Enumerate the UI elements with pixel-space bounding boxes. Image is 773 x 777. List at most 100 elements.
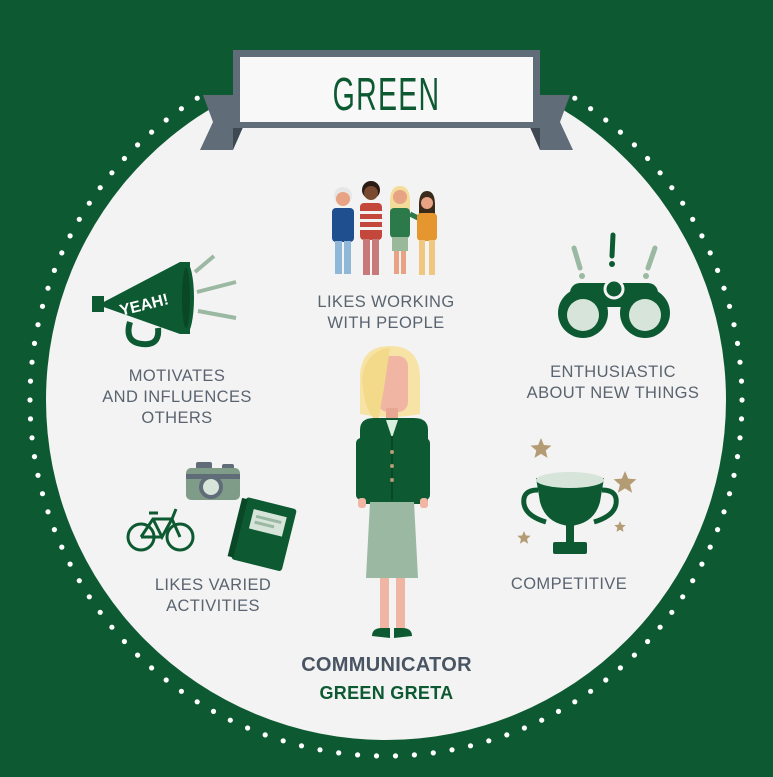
- trait-line: OTHERS: [141, 409, 213, 427]
- trait-line: COMPETITIVE: [510, 575, 628, 593]
- border-dot: [59, 544, 65, 550]
- border-dot: [738, 416, 745, 422]
- border-dot: [29, 359, 35, 365]
- border-dot: [572, 699, 578, 705]
- trait-line: ACTIVITIES: [166, 597, 260, 615]
- star-icon: [517, 438, 637, 544]
- border-dot: [731, 322, 737, 328]
- border-dot: [35, 472, 41, 478]
- border-dot: [731, 472, 737, 478]
- border-dot: [734, 340, 741, 346]
- trait-line: ENTHUSIASTIC: [550, 363, 676, 381]
- border-dot: [690, 216, 696, 222]
- border-dot: [149, 129, 155, 135]
- border-dot: [467, 743, 474, 749]
- border-dot: [29, 435, 35, 441]
- book-icon: [227, 497, 297, 571]
- border-dot: [699, 233, 705, 239]
- border-dot: [67, 233, 73, 239]
- trait-likes-working-with-people: LIKES WORKING WITH PEOPLE: [296, 292, 476, 334]
- border-dot: [76, 216, 82, 222]
- border-dot: [149, 665, 155, 671]
- trait-line: AND INFLUENCES: [102, 388, 252, 406]
- border-dot: [86, 594, 92, 600]
- character-name: GREEN GRETA: [319, 683, 454, 703]
- border-dot: [97, 609, 103, 615]
- megaphone-icon: YEAH!: [92, 254, 237, 348]
- border-dot: [603, 677, 609, 683]
- border-dot: [411, 752, 417, 758]
- border-dot: [657, 170, 663, 176]
- border-dot: [617, 665, 624, 671]
- border-dot: [59, 250, 65, 256]
- border-dot: [35, 322, 41, 328]
- border-dot: [51, 267, 58, 273]
- trait-competitive: COMPETITIVE: [490, 574, 648, 595]
- border-dot: [726, 491, 733, 497]
- border-dot: [86, 200, 92, 206]
- border-dot: [194, 699, 200, 705]
- border-dot: [51, 527, 58, 533]
- trait-line: MOTIVATES: [128, 367, 226, 385]
- border-dot: [680, 200, 686, 206]
- border-dot: [721, 285, 727, 291]
- border-dot: [31, 454, 38, 460]
- trait-line: LIKES VARIED: [154, 576, 272, 594]
- border-dot: [163, 677, 169, 683]
- border-dot: [738, 378, 745, 384]
- border-dot: [680, 594, 686, 600]
- border-dot: [486, 738, 492, 744]
- border-dot: [97, 185, 103, 191]
- border-dot: [631, 652, 638, 658]
- border-dot: [657, 624, 663, 630]
- dotted-border: [27, 95, 745, 759]
- people-group-icon: [332, 181, 437, 275]
- border-dot: [631, 142, 638, 148]
- border-dot: [617, 129, 624, 135]
- camera-icon: [186, 462, 240, 500]
- border-dot: [588, 688, 594, 694]
- border-dot: [504, 732, 510, 738]
- border-dot: [245, 725, 251, 731]
- border-dot: [280, 738, 286, 744]
- border-dot: [521, 725, 528, 731]
- trait-line: ABOUT NEW THINGS: [526, 384, 700, 402]
- border-dot: [734, 454, 741, 460]
- woman-figure: [356, 346, 430, 638]
- border-dot: [603, 117, 609, 123]
- border-dot: [336, 750, 342, 756]
- border-dot: [121, 155, 127, 162]
- border-dot: [317, 747, 323, 753]
- border-dot: [737, 435, 743, 441]
- title-banner: [200, 50, 573, 150]
- border-dot: [739, 397, 745, 403]
- border-dot: [178, 688, 184, 694]
- border-dot: [707, 250, 713, 256]
- border-dot: [135, 652, 141, 658]
- trait-line: WITH PEOPLE: [327, 314, 445, 332]
- border-dot: [392, 753, 399, 759]
- border-dot: [39, 303, 46, 309]
- border-dot: [109, 170, 115, 176]
- star-icon: [530, 438, 552, 458]
- border-dot: [27, 416, 34, 422]
- border-dot: [669, 185, 675, 191]
- border-dot: [67, 561, 73, 567]
- border-dot: [726, 303, 733, 309]
- border-dot: [27, 378, 34, 384]
- border-dot: [449, 747, 455, 753]
- trait-line: LIKES WORKING: [317, 293, 455, 311]
- border-dot: [298, 743, 305, 749]
- trait-enthusiastic: ENTHUSIASTIC ABOUT NEW THINGS: [508, 362, 718, 404]
- border-dot: [31, 340, 38, 346]
- border-dot: [45, 285, 51, 291]
- border-dot: [135, 142, 141, 148]
- star-icon: [517, 531, 531, 544]
- border-dot: [572, 95, 578, 101]
- character-role: COMMUNICATOR: [301, 654, 472, 676]
- border-dot: [669, 609, 675, 615]
- border-dot: [76, 578, 82, 584]
- border-dot: [45, 509, 51, 515]
